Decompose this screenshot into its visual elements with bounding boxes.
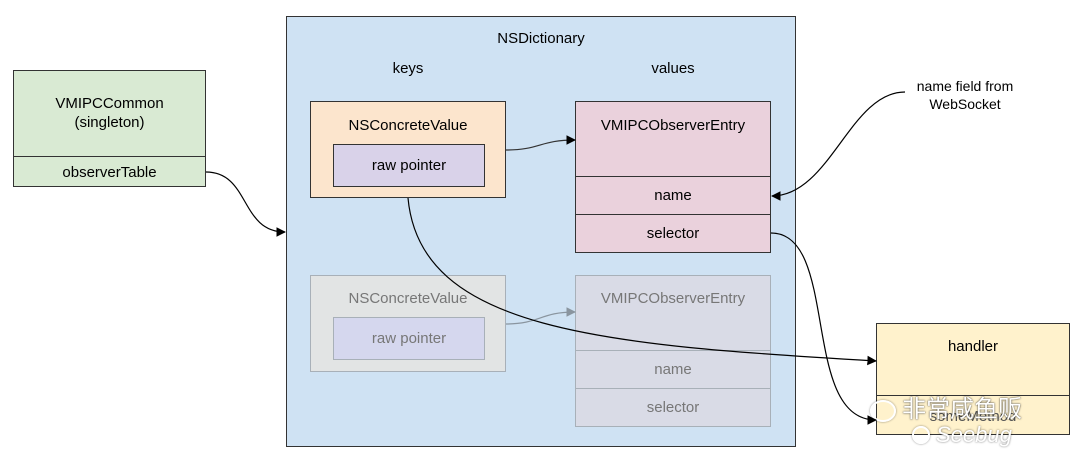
vmipccommon-header: VMIPCCommon (singleton) <box>14 71 205 156</box>
key-faded-title: NSConcreteValue <box>348 290 468 307</box>
raw-pointer-faded-label: raw pointer <box>371 330 447 347</box>
key-active-title: NSConcreteValue <box>348 117 468 134</box>
vmipccommon-class-box: VMIPCCommon (singleton) observerTable <box>13 70 206 187</box>
observer-entry-active-name-field: name <box>576 176 770 214</box>
observer-entry-active: VMIPCObserverEntry name selector <box>575 101 771 253</box>
handler-box: handler someMethod <box>876 323 1070 435</box>
name-field-label: name <box>654 187 692 204</box>
handler-divider <box>877 395 1069 396</box>
key-to-entry-faded-arrow <box>505 307 576 325</box>
raw-pointer-active-label: raw pointer <box>371 157 447 174</box>
observer-table-field: observerTable <box>14 156 205 187</box>
observer-entry-faded-selector-field: selector <box>576 388 770 426</box>
key-nsconcretevalue-faded: NSConcreteValue raw pointer <box>310 275 506 372</box>
raw-pointer-active: raw pointer <box>333 144 485 187</box>
handler-method-field: someMethod <box>929 408 1017 425</box>
observer-table-label: observerTable <box>62 163 157 181</box>
raw-pointer-to-handler-arrow <box>407 197 877 366</box>
selector-to-handler-method-arrow <box>770 232 877 425</box>
websocket-to-name-arrow <box>771 91 906 201</box>
observer-entry-faded-title: VMIPCObserverEntry <box>600 290 746 307</box>
observer-entry-faded: VMIPCObserverEntry name selector <box>575 275 771 427</box>
websocket-annotation: name field from WebSocket <box>895 77 1035 113</box>
vmipccommon-subtitle: (singleton) <box>74 113 145 131</box>
websocket-annotation-line2: WebSocket <box>929 96 1001 113</box>
values-label: values <box>651 60 695 77</box>
websocket-annotation-line1: name field from <box>916 78 1014 94</box>
key-nsconcretevalue-active: NSConcreteValue raw pointer <box>310 101 506 198</box>
key-to-entry-active-arrow <box>505 135 576 151</box>
observer-entry-active-selector-field: selector <box>576 214 770 252</box>
vmipccommon-title: VMIPCCommon <box>55 94 164 112</box>
observertable-to-dictionary-arrow <box>205 171 286 237</box>
nsdictionary-title: NSDictionary <box>497 30 585 47</box>
faded-selector-field-label: selector <box>646 399 700 416</box>
observer-entry-active-title: VMIPCObserverEntry <box>600 117 746 134</box>
selector-field-label: selector <box>646 225 700 242</box>
keys-label: keys <box>392 60 424 77</box>
raw-pointer-faded: raw pointer <box>333 317 485 360</box>
faded-name-field-label: name <box>654 361 692 378</box>
observer-entry-faded-name-field: name <box>576 350 770 388</box>
handler-title: handler <box>947 338 999 355</box>
